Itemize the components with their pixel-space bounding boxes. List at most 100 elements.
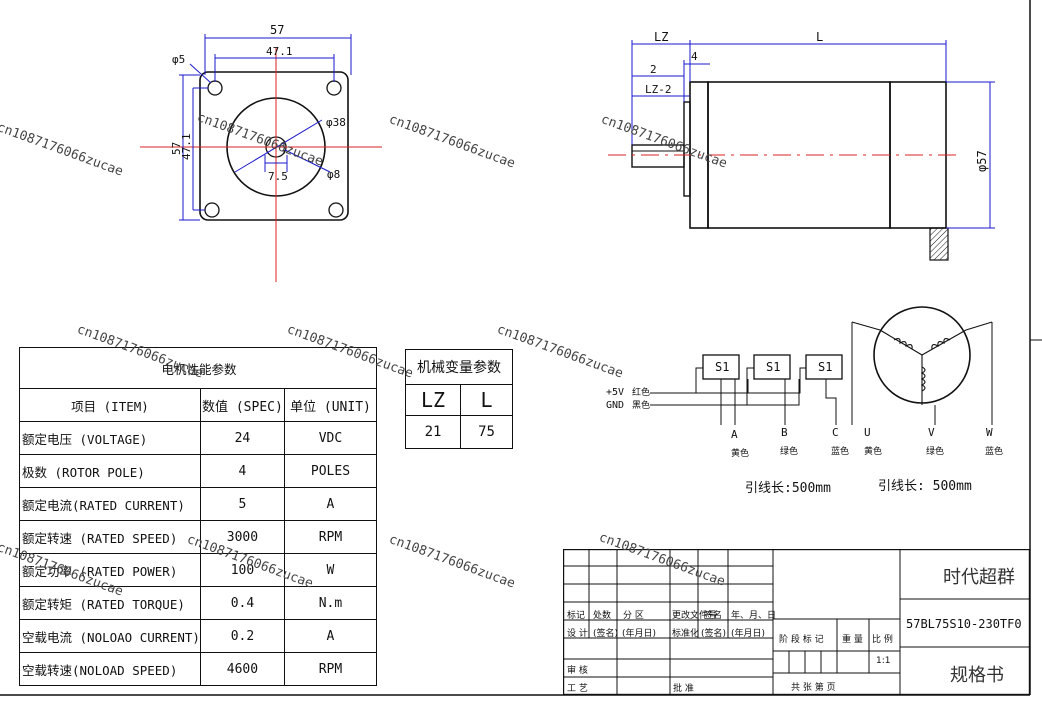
dim-lz-label: LZ (654, 30, 668, 44)
mount-hole-tl (207, 80, 223, 96)
hall-sensor-2 (753, 354, 791, 380)
mech-value-l: 75 (460, 415, 513, 449)
perf-unit: RPM (283, 652, 378, 686)
tb-scale: 比 例 (872, 635, 893, 645)
perf-item: 极数 (ROTOR POLE) (19, 454, 201, 488)
phase-u-label: U (864, 426, 871, 439)
phase-u-color: 黄色 (864, 445, 882, 457)
dim-phi57-label: φ57 (975, 150, 989, 172)
mech-value-lz: 21 (405, 415, 461, 449)
mount-hole-br (328, 202, 344, 218)
tb-doc-type: 规格书 (950, 665, 1004, 686)
tb-standard: 标准化 (672, 629, 700, 639)
mech-header-lz: LZ (405, 384, 461, 416)
dim-57-label: 57 (270, 23, 284, 37)
perf-header-item: 项目 (ITEM) (19, 388, 201, 422)
hall-a-color: 黄色 (731, 447, 749, 459)
perf-item: 额定电流(RATED CURRENT) (19, 487, 201, 521)
tb-scale-value: 1:1 (876, 656, 891, 666)
perf-header-spec: 数值 (SPEC) (199, 388, 285, 422)
perf-spec: 3000 (199, 520, 285, 554)
lead-length-1: 引线长:500mm (745, 481, 831, 496)
dim-57-vertical-label: 57 (170, 142, 183, 155)
perf-unit: A (283, 619, 378, 653)
tb-model: 57BL75S10-230TF0 (906, 617, 1022, 631)
flange-outline (199, 71, 349, 221)
dim-lz2-label: LZ-2 (645, 83, 672, 96)
tb-design-sign: (签名) (593, 629, 619, 639)
perf-unit: VDC (283, 421, 378, 455)
title-block-grid (563, 549, 1030, 695)
phase-v-label: V (928, 426, 935, 439)
perf-item: 空载电流 (NOLOAO CURRENT) (19, 619, 201, 653)
perf-spec: 4 (199, 454, 285, 488)
perf-item: 空载转速(NOLOAD SPEED) (19, 652, 201, 686)
perf-spec: 100 (199, 553, 285, 587)
tb-sign: 签名 (704, 611, 723, 621)
perf-unit: RPM (283, 520, 378, 554)
tb-standard-date: (年月日) (731, 629, 766, 639)
perf-unit: W (283, 553, 378, 587)
shaft-outline (631, 144, 685, 168)
tb-design: 设 计 (567, 629, 588, 639)
tb-company: 时代超群 (943, 567, 1015, 588)
sensor-1-label: S1 (715, 360, 729, 374)
perf-item: 额定功率 (RATED POWER) (19, 553, 201, 587)
hall-c-color: 蓝色 (831, 445, 849, 457)
tb-craft: 工 艺 (567, 684, 588, 694)
phase-v-color: 绿色 (926, 445, 944, 457)
tb-zone: 分 区 (623, 611, 644, 621)
pilot-outline (683, 101, 691, 197)
perf-table-title: 电机性能参数 (19, 347, 377, 389)
mech-header-l: L (460, 384, 513, 416)
wiring-diagram: S1 S1 S1 +5V 红色 GND 黑色 A 黄色 B 绿色 C 蓝色 U … (606, 306, 1003, 496)
dim-7-5-label: 7.5 (268, 170, 288, 183)
hall-a-label: A (731, 428, 738, 441)
perf-item: 额定转速 (RATED SPEED) (19, 520, 201, 554)
perf-unit: A (283, 487, 378, 521)
phase-w-color: 蓝色 (985, 445, 1003, 457)
front-view: 57 47.1 φ5 φ38 φ8 7.5 57 47.1 (140, 23, 382, 282)
tb-count: 处数 (593, 611, 612, 621)
lead-length-2: 引线长: 500mm (878, 479, 972, 494)
phase-w-label: W (986, 426, 993, 439)
dim-47-1-vertical-label: 47.1 (180, 134, 193, 161)
perf-spec: 5 (199, 487, 285, 521)
hall-sensor-3 (805, 354, 843, 380)
hall-c-label: C (832, 426, 839, 439)
perf-spec: 0.4 (199, 586, 285, 620)
perf-item: 额定转矩 (RATED TORQUE) (19, 586, 201, 620)
dim-phi38-label: φ38 (326, 116, 346, 129)
dim-2-label: 2 (650, 63, 657, 76)
cable-exit (929, 227, 949, 261)
dim-47-1-label: 47.1 (266, 45, 293, 58)
tb-stage-labels: 阶 段 标 记 (779, 635, 824, 645)
tb-change-doc: 更改文件号 (672, 611, 718, 621)
gnd-label: GND (606, 400, 624, 411)
tb-sheets: 共 张 第 页 (791, 683, 836, 693)
mount-hole-bl (204, 202, 220, 218)
plus5v-color: 红色 (632, 386, 650, 398)
perf-unit: N.m (283, 586, 378, 620)
perf-header-unit: 单位 (UNIT) (283, 388, 378, 422)
dim-4-label: 4 (691, 50, 698, 63)
perf-unit: POLES (283, 454, 378, 488)
tb-review: 审 核 (567, 666, 588, 676)
tb-design-date: (年月日) (622, 629, 657, 639)
tb-date: 年、月、日 (731, 611, 777, 621)
plus5v-label: +5V (606, 387, 624, 398)
sensor-2-label: S1 (766, 360, 780, 374)
perf-spec: 24 (199, 421, 285, 455)
tb-mark: 标记 (567, 611, 586, 621)
dim-phi8-label: φ8 (327, 168, 340, 181)
hall-b-color: 绿色 (780, 445, 798, 457)
perf-spec: 0.2 (199, 619, 285, 653)
gnd-color: 黑色 (632, 399, 650, 411)
tb-standard-sign: (签名) (701, 629, 727, 639)
